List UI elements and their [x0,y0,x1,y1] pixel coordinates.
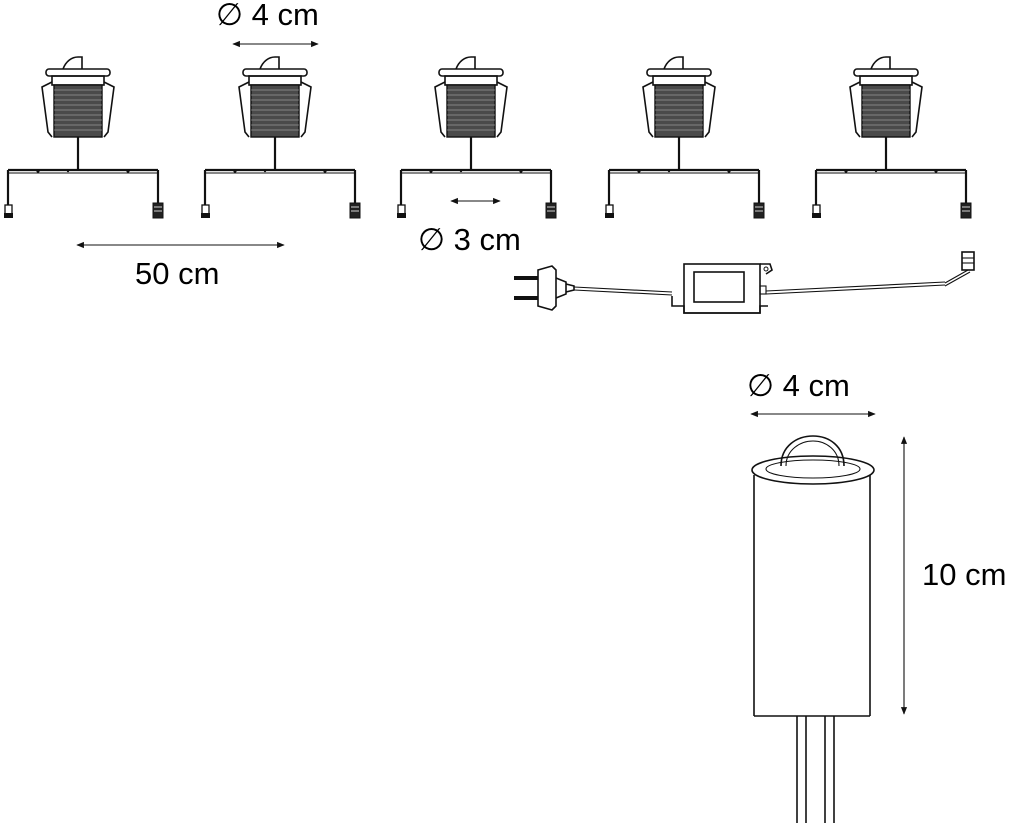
top-diameter-label: ∅ 4 cm [216,0,319,32]
top-diameter-dimension: ∅ 4 cm [216,0,319,48]
spacing-dimension: 50 cm [76,241,285,291]
detail-diameter-dimension: ∅ 4 cm [747,368,876,418]
spot-light-2 [199,55,362,220]
small-diameter-dimension: ∅ 3 cm [418,197,521,257]
detail-diameter-label: ∅ 4 cm [747,368,850,403]
spot-light-1 [2,55,165,220]
detail-height-label: 10 cm [922,557,1006,592]
detail-height-dimension: 10 cm [900,436,1006,715]
spot-light-4 [603,55,766,220]
spot-light-3 [395,55,558,220]
detail-spot-side-view [751,435,875,823]
spacing-label: 50 cm [135,256,219,291]
spot-light-5 [810,55,973,220]
small-diameter-label: ∅ 3 cm [418,222,521,257]
spot-row [2,55,973,220]
power-adapter [514,251,975,314]
